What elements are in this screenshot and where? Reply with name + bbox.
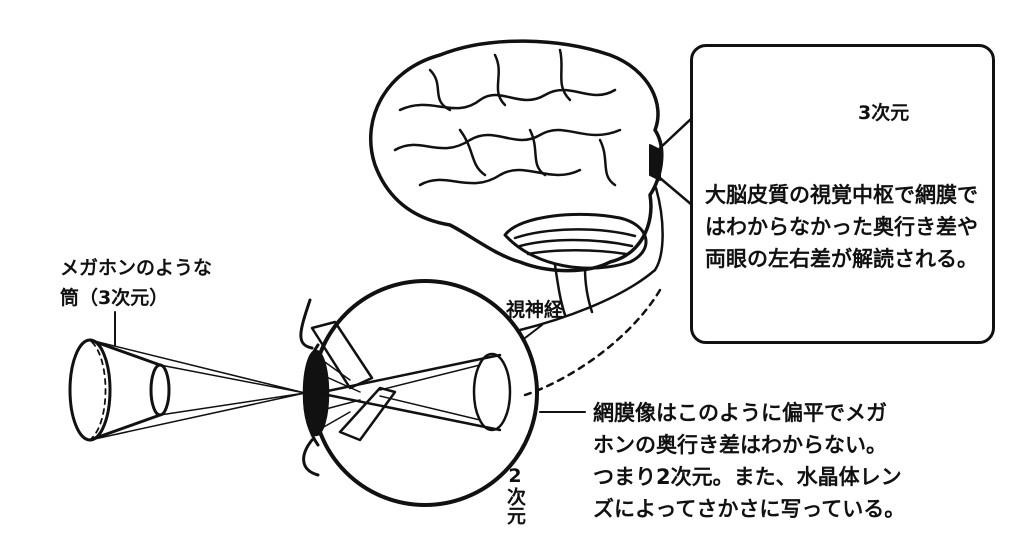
three-dim-label: 3次元 bbox=[858, 102, 910, 124]
retina-text-line-1: 網膜像はこのように偏平でメガ bbox=[593, 401, 887, 425]
megaphone-label-line-2: 筒（3次元） bbox=[60, 287, 169, 309]
callout-line-1: 大脳皮質の視覚中枢で網膜で bbox=[705, 183, 978, 207]
optic-nerve-label: 視神経 bbox=[506, 299, 564, 321]
brain-drawing bbox=[369, 39, 664, 317]
callout-line-2: はわからなかった奥行き差や bbox=[705, 215, 978, 239]
retina-text-line-2: ホンの奥行き差はわからない。 bbox=[593, 433, 887, 457]
retina-text-line-3: つまり2次元。また、水晶体レン bbox=[593, 465, 902, 489]
two-dim-label: 2次元 bbox=[504, 465, 526, 525]
retina-text-line-4: ズによってさかさに写っている。 bbox=[593, 497, 906, 521]
eyeball-drawing bbox=[299, 279, 539, 507]
callout-box bbox=[690, 44, 995, 344]
callout-line-3: 両眼の左右差が解読される。 bbox=[705, 247, 978, 271]
megaphone-label-line-1: メガホンのような bbox=[60, 257, 213, 279]
megaphone-tube bbox=[68, 338, 306, 442]
